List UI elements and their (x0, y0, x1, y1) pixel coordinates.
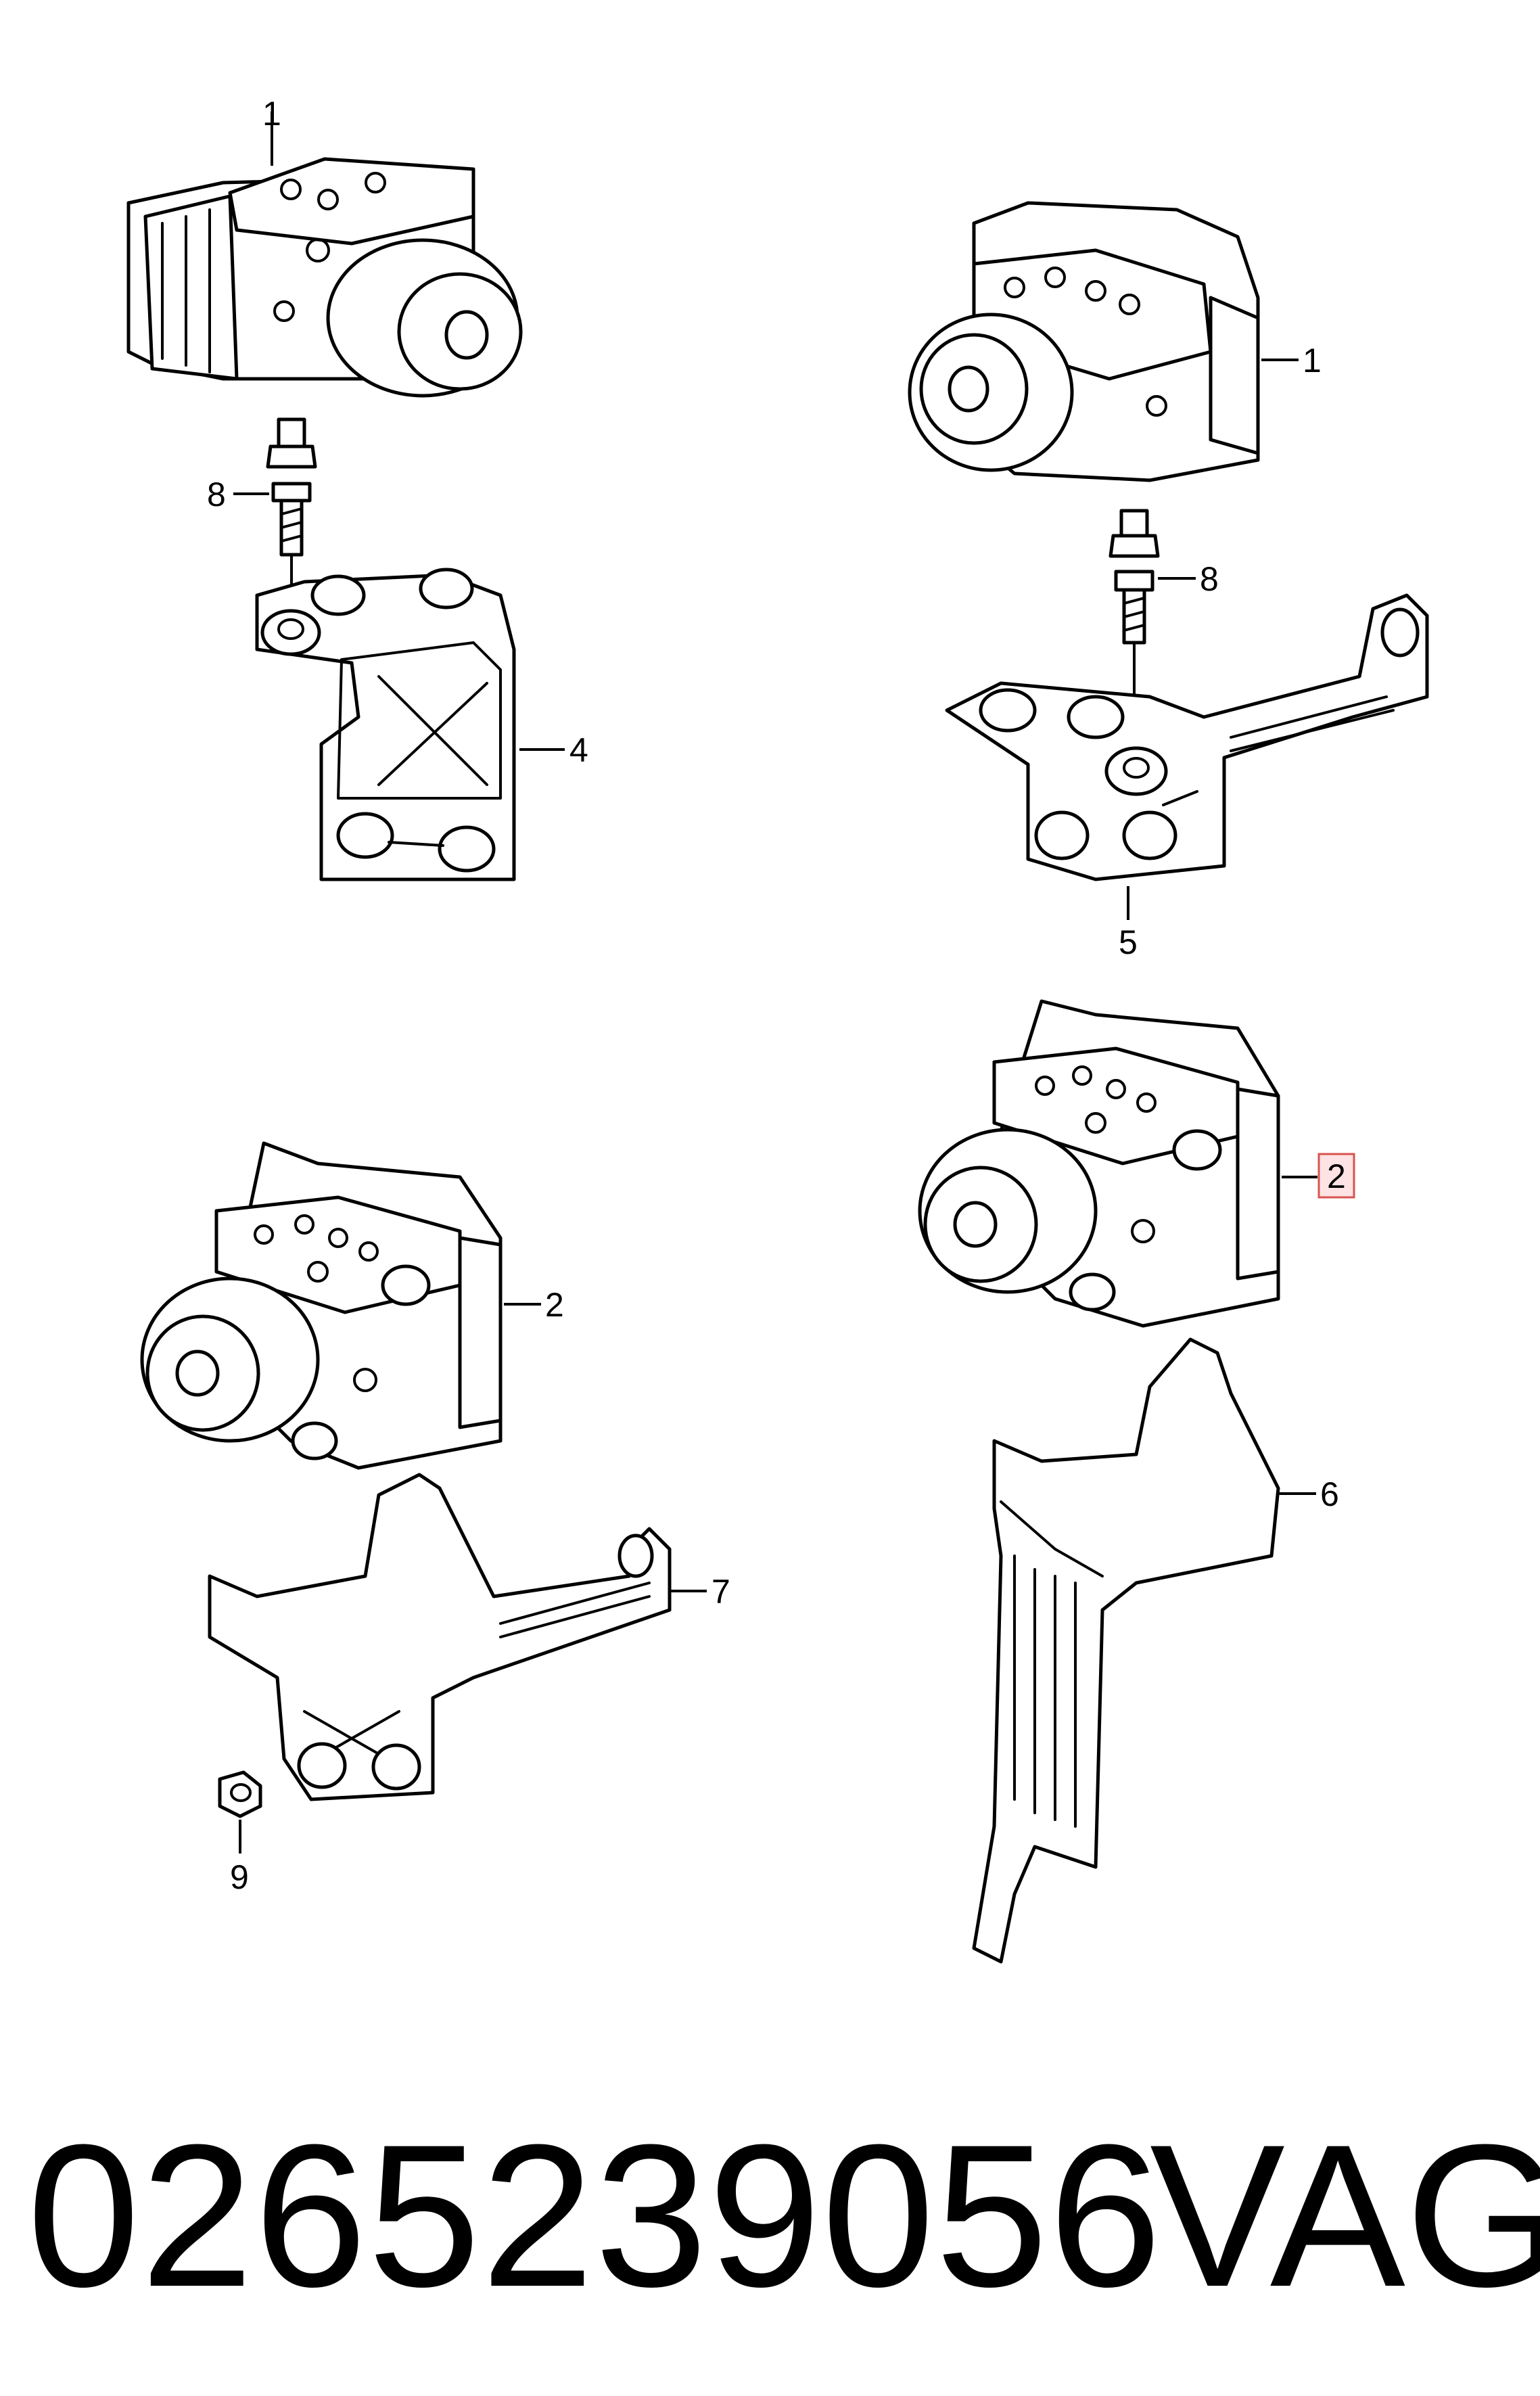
abs-unit-bottom-right (918, 999, 1280, 1328)
abs-unit-bottom-left (140, 1141, 503, 1470)
callout-8-top-left: 8 (207, 476, 226, 513)
bracket-4-top-left (255, 568, 516, 881)
callout-2-bottom-right: 2 (1327, 1157, 1346, 1195)
assembly-top-right: 1 8 5 (908, 201, 1429, 961)
bracket-7-bottom-left (208, 1473, 672, 1801)
callout-5-top-right: 5 (1119, 923, 1138, 961)
bracket-6-bottom-right (972, 1337, 1280, 1964)
stud-top-right (1109, 509, 1160, 718)
callout-4-top-left: 4 (569, 731, 588, 769)
part-number-label: 0265239056 (27, 2102, 1163, 2329)
abs-unit-top-right (908, 201, 1260, 482)
callout-1-top-left: 1 (262, 95, 281, 133)
callout-8-top-right: 8 (1200, 560, 1219, 598)
brand-label: VAG (1150, 2102, 1540, 2329)
assembly-top-left: 1 8 4 (126, 95, 588, 881)
callout-2-bottom-left: 2 (545, 1286, 564, 1324)
callout-9-bottom-left: 9 (230, 1858, 249, 1896)
bracket-5-top-right (945, 593, 1429, 881)
assembly-bottom-left: 2 7 9 (140, 1141, 730, 1896)
assembly-bottom-right: 2 6 (918, 999, 1355, 1964)
callout-1-top-right: 1 (1303, 342, 1322, 379)
stud-top-left (266, 417, 317, 610)
nut-bottom-left (218, 1770, 262, 1818)
abs-unit-top-left (126, 157, 523, 398)
callout-7-bottom-left: 7 (711, 1573, 730, 1611)
callout-highlight-box (1317, 1153, 1355, 1199)
callout-6-bottom-right: 6 (1320, 1475, 1339, 1513)
